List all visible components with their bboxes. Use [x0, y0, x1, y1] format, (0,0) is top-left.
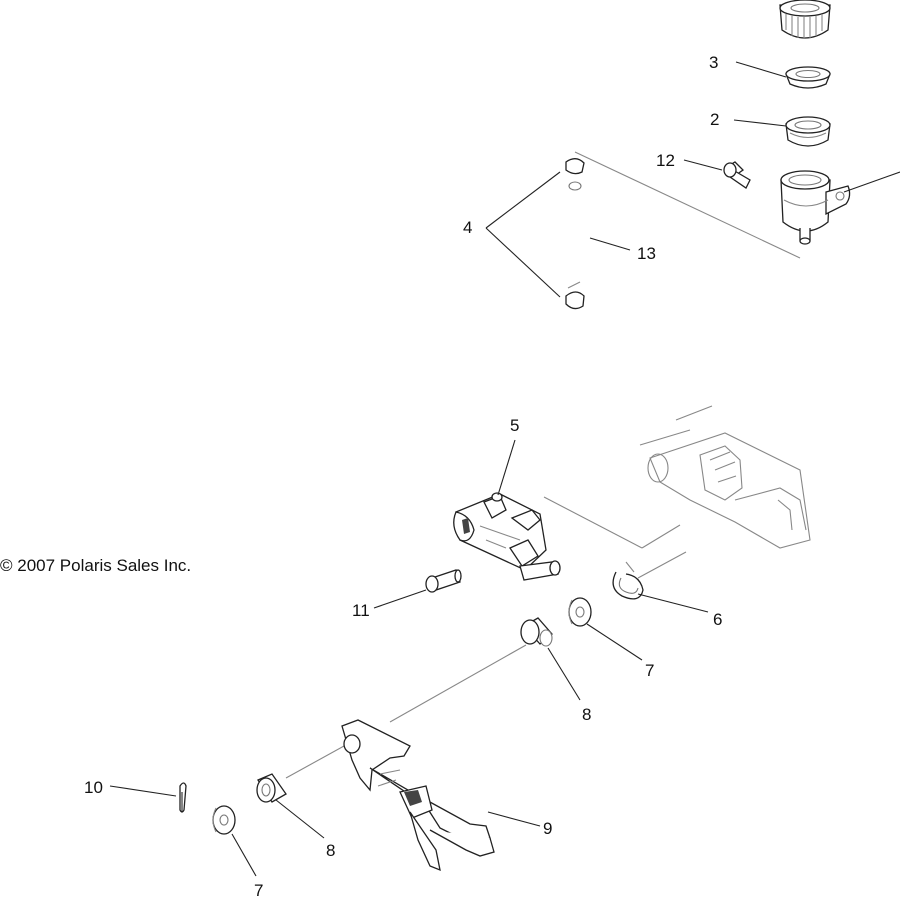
reservoir-hose [574, 151, 801, 259]
callout-8-lower: 8 [326, 841, 335, 860]
callout-4: 4 [463, 218, 472, 237]
bushing-lower [256, 773, 287, 803]
washer-lower [212, 805, 236, 835]
bushing-upper [520, 617, 553, 647]
washer-upper [568, 597, 592, 627]
callout-12: 12 [656, 151, 675, 170]
cotter-pin [179, 782, 187, 813]
screw-12 [723, 161, 751, 189]
diaphragm-plate [785, 116, 831, 147]
callout-8-upper: 8 [582, 705, 591, 724]
diaphragm [785, 66, 831, 89]
callout-6: 6 [713, 610, 722, 629]
callout-7-lower: 7 [254, 881, 263, 898]
hose-clamp-lower [565, 281, 585, 310]
brake-pedal [341, 719, 495, 872]
callout-5: 5 [510, 416, 519, 435]
callout-2: 2 [710, 110, 719, 129]
reservoir-cap [779, 0, 831, 39]
master-cylinder [453, 492, 561, 581]
hose-clamp-upper [565, 158, 585, 191]
callout-13: 13 [637, 244, 656, 263]
frame-bracket-ghost [639, 405, 811, 549]
reservoir [780, 170, 851, 245]
callout-10: 10 [84, 778, 103, 797]
copyright: © 2007 Polaris Sales Inc. [0, 556, 191, 575]
retaining-clip [612, 561, 644, 600]
callout-3: 3 [709, 53, 718, 72]
callout-9: 9 [543, 819, 552, 838]
callout-7-upper: 7 [645, 661, 654, 680]
pivot-pin [425, 569, 462, 593]
callout-11: 11 [352, 601, 370, 620]
